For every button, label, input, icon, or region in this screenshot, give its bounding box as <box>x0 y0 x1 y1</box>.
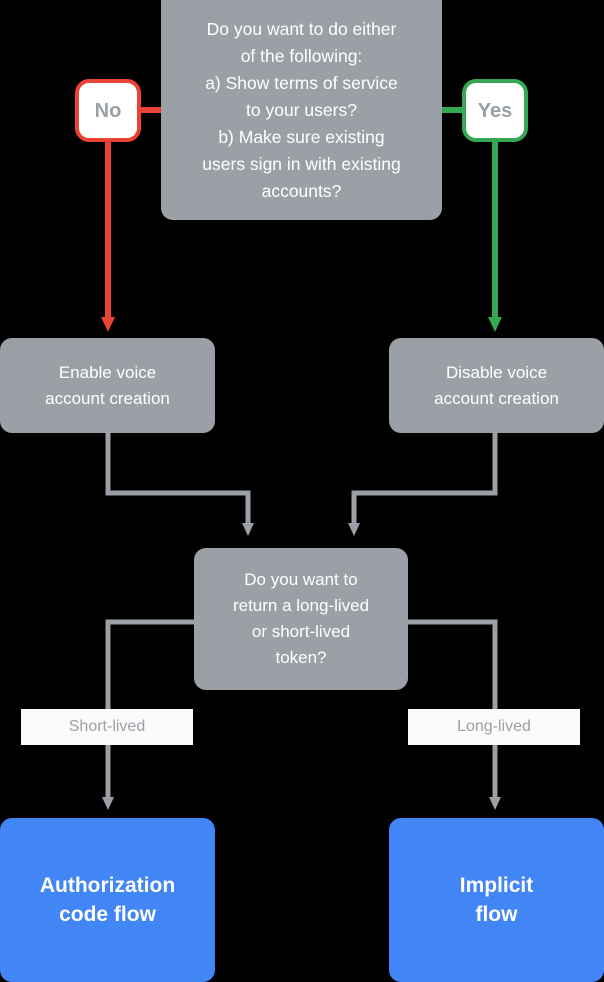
decision-node-account-linking-question[interactable]: Do you want to do either of the followin… <box>161 0 442 220</box>
edge-enable-voice-to-token <box>105 433 254 536</box>
terminal-node-authorization-code-flow[interactable]: Authorization code flow <box>0 818 215 982</box>
terminal-node-implicit-flow[interactable]: Implicit flow <box>389 818 604 982</box>
terminal-node-implicit-flow-text: Implicit flow <box>459 874 534 926</box>
edge-label-long-lived-text: Long-lived <box>457 718 531 735</box>
choice-node-yes-label: Yes <box>477 99 513 122</box>
process-node-disable-voice-text: Disable voice account creation <box>434 362 559 408</box>
decision-node-token-lifetime-question[interactable]: Do you want to return a long-lived or sh… <box>194 548 408 690</box>
edge-label-short-lived-text: Short-lived <box>68 718 146 735</box>
choice-node-yes[interactable]: Yes <box>462 79 528 142</box>
terminal-node-authorization-code-flow-text: Authorization code flow <box>39 874 176 926</box>
process-node-enable-voice-account-creation[interactable]: Enable voice account creation <box>0 338 215 433</box>
process-node-disable-voice-account-creation[interactable]: Disable voice account creation <box>389 338 604 433</box>
edge-label-short-lived: Short-lived <box>21 709 193 745</box>
choice-node-no-label: No <box>94 99 122 122</box>
decision-node-token-text: Do you want to return a long-lived or sh… <box>232 570 370 667</box>
process-node-enable-voice-text: Enable voice account creation <box>45 362 170 408</box>
decision-node-text: Do you want to do either of the followin… <box>202 18 401 201</box>
edge-disable-voice-to-token <box>348 433 498 536</box>
choice-node-no[interactable]: No <box>75 79 141 142</box>
edge-label-long-lived: Long-lived <box>408 709 580 745</box>
